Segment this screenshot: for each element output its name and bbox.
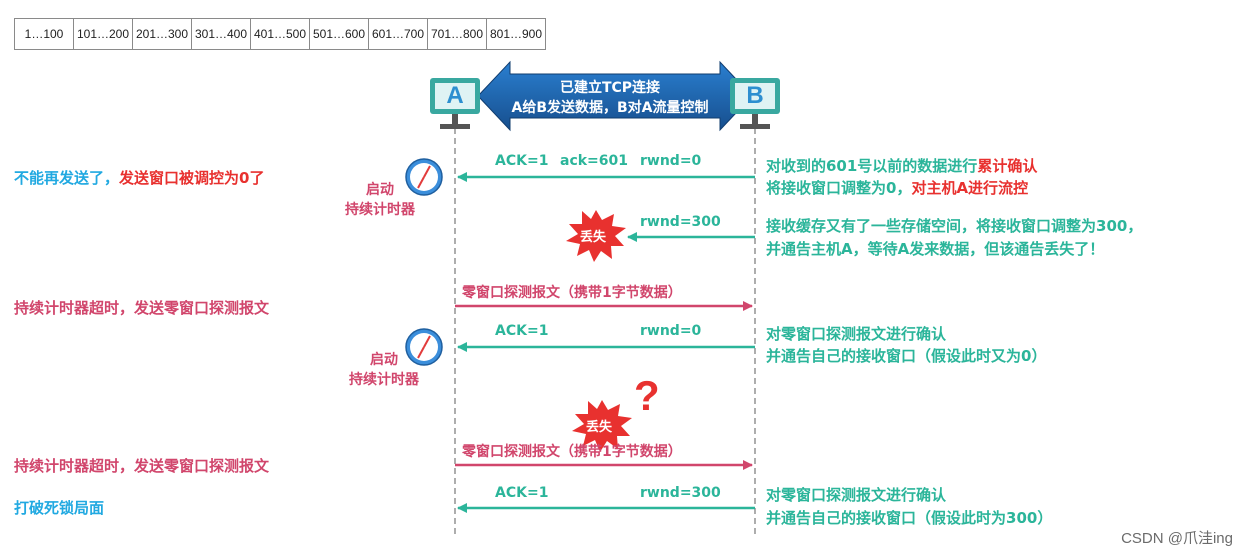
arrow6-rwnd-label: rwnd=300 xyxy=(640,485,721,501)
connection-label: 已建立TCP连接 A给B发送数据，B对A流量控制 xyxy=(480,78,740,118)
segment-cell: 101…200 xyxy=(74,19,133,49)
segment-cell: 801…900 xyxy=(489,27,543,41)
host-a: A xyxy=(430,78,480,138)
lost-label-2: 丢失 xyxy=(586,420,613,435)
segment-cell: 701…800 xyxy=(428,19,487,49)
right-note-1a: 对收到的601号以前的数据进行累计确认 xyxy=(766,156,1037,176)
right-note-3b: 并通告自己的接收窗口（假设此时又为0） xyxy=(766,347,1047,365)
arrow1-rwnd-label: rwnd=0 xyxy=(640,153,702,169)
arrow6-ack-label: ACK=1 xyxy=(495,485,549,501)
arrow1-acknum-label: ack=601 xyxy=(560,153,629,169)
question-mark-icon: ? xyxy=(634,372,660,419)
left-note-1-red: 发送窗口被调控为0了 xyxy=(119,169,265,187)
right-note-1a-red: 累计确认 xyxy=(977,157,1038,175)
timer-label-2: 启动 持续计时器 xyxy=(334,350,434,390)
segment-cell: 601…700 xyxy=(369,19,428,49)
timer-label-2-line1: 启动 xyxy=(370,352,398,368)
arrow3-probe-label: 零窗口探测报文（携带1字节数据） xyxy=(462,285,682,301)
arrow4-rwnd-label: rwnd=0 xyxy=(640,323,702,339)
clock-icon-2 xyxy=(405,328,443,366)
right-note-1b-text: 将接收窗口调整为0， xyxy=(766,179,912,197)
segment-cell: 201…300 xyxy=(133,19,192,49)
connection-line1: 已建立TCP连接 xyxy=(559,80,661,96)
timer-label-2-line2: 持续计时器 xyxy=(349,372,419,388)
arrow2-rwnd-label: rwnd=300 xyxy=(640,214,721,230)
left-note-3: 持续计时器超时，发送零窗口探测报文 xyxy=(14,457,270,475)
segment-cell: 401…500 xyxy=(251,19,310,49)
left-note-2: 持续计时器超时，发送零窗口探测报文 xyxy=(14,299,270,317)
lost-burst-icon-2 xyxy=(572,400,632,452)
connection-line2: A给B发送数据，B对A流量控制 xyxy=(511,100,709,116)
segment-cell: 301…400 xyxy=(192,19,251,49)
timer-label-1-line2: 持续计时器 xyxy=(345,202,415,218)
arrow5-probe-label: 零窗口探测报文（携带1字节数据） xyxy=(462,444,682,460)
left-note-4: 打破死锁局面 xyxy=(14,499,105,517)
right-note-1a-text: 对收到的601号以前的数据进行 xyxy=(766,157,978,175)
lost-label-1: 丢失 xyxy=(580,230,607,245)
host-b: B xyxy=(730,78,780,138)
left-note-1: 不能再发送了，发送窗口被调控为0了 xyxy=(14,168,264,188)
arrow1-ack-label: ACK=1 xyxy=(495,153,549,169)
right-note-3a: 对零窗口探测报文进行确认 xyxy=(766,325,947,343)
clock-icon-1 xyxy=(405,158,443,196)
left-note-1-blue: 不能再发送了， xyxy=(14,169,120,187)
right-note-1b-red: 对主机A进行流控 xyxy=(911,179,1029,197)
lost-burst-icon-1 xyxy=(566,210,626,262)
host-b-label: B xyxy=(746,82,764,109)
arrow4-ack-label: ACK=1 xyxy=(495,323,549,339)
right-note-4a: 对零窗口探测报文进行确认 xyxy=(766,486,947,504)
right-note-2b: 并通告主机A，等待A发来数据，但该通告丢失了！ xyxy=(766,240,1105,258)
timer-label-1-line1: 启动 xyxy=(366,182,394,198)
right-note-2a: 接收缓存又有了一些存储空间，将接收窗口调整为300， xyxy=(766,217,1143,235)
watermark: CSDN @爪洼ing xyxy=(1121,530,1233,547)
segment-cell: 1…100 xyxy=(15,19,74,49)
host-a-label: A xyxy=(446,82,464,109)
segment-cell: 501…600 xyxy=(310,19,369,49)
timer-label-1: 启动 持续计时器 xyxy=(330,180,430,220)
right-note-4b: 并通告自己的接收窗口（假设此时为300） xyxy=(766,509,1053,527)
segment-table: 1…100 101…200 201…300 301…400 401…500 50… xyxy=(14,18,546,50)
right-note-1b: 将接收窗口调整为0，对主机A进行流控 xyxy=(766,178,1028,198)
